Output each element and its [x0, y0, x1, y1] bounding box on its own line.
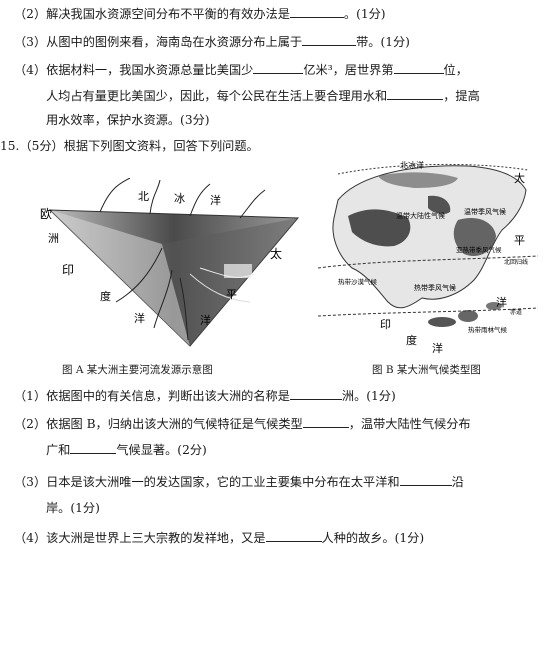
svg-text:洋: 洋	[496, 295, 507, 309]
q15-header: 15.（5分）根据下列图文资料，回答下列问题。	[0, 139, 259, 153]
plateau-west-face	[50, 210, 190, 346]
river-line	[189, 273, 251, 303]
q14-part4-line2: 人均占有量更比美国少，因此，每个公民在生活上要合理用水和，提高	[46, 88, 480, 103]
svg-text:太: 太	[514, 172, 525, 185]
svg-text:洋: 洋	[134, 311, 145, 325]
q15-part4: （4）该大洲是世界上三大宗教的发祥地，又是人种的故乡。(1分)	[14, 530, 425, 545]
q15-part3-line2: 岸。(1分)	[46, 501, 100, 515]
island-shape	[458, 310, 478, 322]
figure-b-caption: 图 B 某大洲气候类型图	[372, 364, 481, 376]
svg-text:度: 度	[100, 289, 111, 303]
climate-region-dark	[378, 172, 458, 188]
svg-text:度: 度	[406, 333, 417, 347]
answer-blank[interactable]	[387, 88, 444, 100]
svg-text:印: 印	[380, 318, 391, 331]
continent-shape	[332, 165, 527, 309]
answer-blank[interactable]	[70, 442, 117, 454]
north-tropic-line	[318, 255, 538, 269]
answer-blank[interactable]	[253, 62, 304, 74]
river-line	[179, 277, 189, 341]
q15-part2-line2: 广和气候显著。(2分)	[46, 442, 207, 457]
answer-blank[interactable]	[399, 474, 452, 486]
answer-blank[interactable]	[265, 530, 322, 542]
figure-a-river-source-map: 北 冰 洋 欧 洲 印 度 洋 太 平 洋	[40, 178, 300, 347]
svg-text:洋: 洋	[210, 193, 221, 207]
answer-blank[interactable]	[393, 62, 444, 74]
svg-text:平: 平	[514, 234, 525, 247]
q14-part2: （2）解决我国水资源空间分布不平衡的有效办法是。(1分)	[14, 6, 386, 21]
answer-blank[interactable]	[289, 6, 344, 18]
plateau-east-face	[162, 218, 298, 346]
q14-part4-line3: 用水效率，保护水资源。(3分)	[46, 113, 210, 127]
svg-text:印: 印	[62, 263, 74, 277]
island-shape	[486, 302, 502, 310]
svg-text:洋: 洋	[432, 341, 443, 355]
q14-part4-line1: （4）依据材料一，我国水资源总量比美国少亿米³，居世界第位，	[14, 62, 468, 77]
river-line	[99, 178, 131, 213]
climate-region-dark	[453, 217, 496, 256]
svg-text:热带季风气候: 热带季风气候	[414, 283, 456, 292]
q15-part2-line1: （2）依据图 B，归纳出该大洲的气候特征是气候类型，温带大陆性气候分布	[14, 416, 471, 431]
svg-text:温带大陆性气候: 温带大陆性气候	[396, 211, 445, 220]
climate-region-dark	[428, 195, 451, 215]
svg-text:冰: 冰	[174, 192, 185, 205]
svg-text:平: 平	[226, 288, 237, 301]
svg-text:北回归线: 北回归线	[504, 258, 528, 266]
svg-text:洋: 洋	[200, 313, 211, 327]
svg-text:热带雨林气候: 热带雨林气候	[468, 325, 508, 334]
equator-line	[318, 307, 538, 317]
figure-a-caption: 图 A 某大洲主要河流发源示意图	[62, 364, 213, 376]
figure-b-climate-map: 北冰洋 太 平 洋 印 度 洋 温带大陆性气候 温带季风气候 亚热带季风气候 热…	[318, 156, 538, 356]
svg-text:亚热带季风气候: 亚热带季风气候	[456, 245, 502, 254]
svg-text:热带沙漠气候: 热带沙漠气候	[338, 277, 378, 286]
q14-part3: （3）从图中的图例来看，海南岛在水资源分布上属于带。(1分)	[14, 34, 410, 49]
q15-part1: （1）依据图中的有关信息，判断出该大洲的名称是洲。(1分)	[14, 388, 396, 403]
river-line	[239, 189, 266, 219]
answer-blank[interactable]	[302, 416, 349, 428]
svg-text:洲: 洲	[48, 232, 59, 245]
river-line	[149, 179, 161, 215]
answer-blank[interactable]	[302, 34, 357, 46]
climate-region-dark	[348, 209, 411, 247]
svg-text:温带季风气候: 温带季风气候	[464, 207, 506, 216]
q15-part3-line1: （3）日本是该大洲唯一的发达国家，它的工业主要集中分布在太平洋和沿	[14, 474, 464, 489]
answer-blank[interactable]	[289, 388, 342, 400]
svg-text:北: 北	[138, 190, 149, 203]
river-line	[115, 247, 163, 303]
svg-text:太: 太	[270, 246, 282, 261]
mekong-label-box	[224, 264, 252, 278]
island-shape	[428, 317, 456, 327]
svg-text:北冰洋: 北冰洋	[400, 160, 424, 170]
river-line	[153, 269, 173, 329]
svg-text:赤道: 赤道	[510, 308, 522, 316]
svg-text:欧: 欧	[40, 207, 52, 221]
river-line	[189, 183, 211, 217]
